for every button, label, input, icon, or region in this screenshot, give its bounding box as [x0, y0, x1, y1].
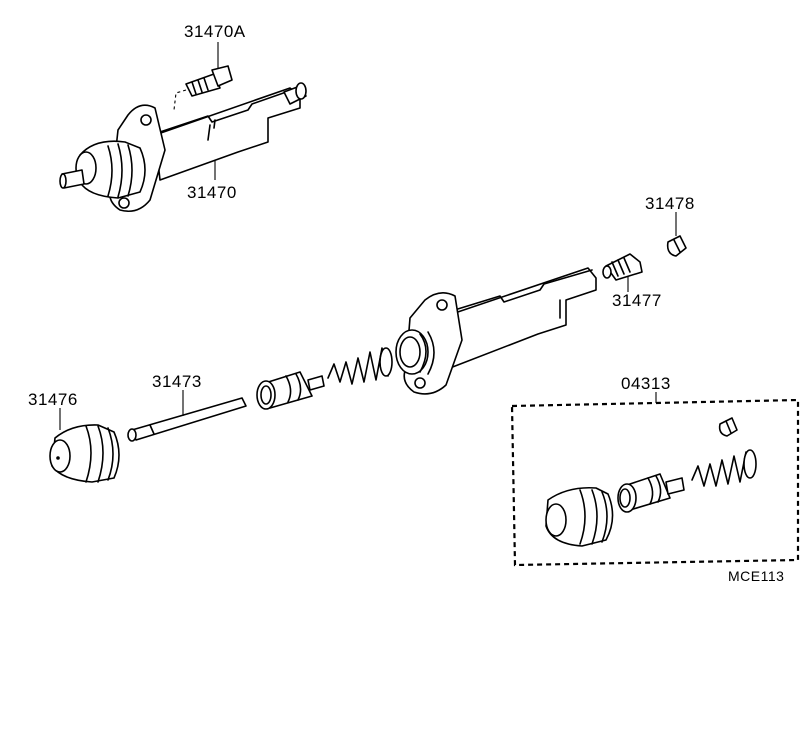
- spring: [327, 347, 393, 385]
- boot: [49, 424, 120, 483]
- label-31478: 31478: [645, 194, 695, 213]
- bleeder-cap: [666, 235, 687, 257]
- push-rod: [127, 397, 247, 442]
- piston: [256, 371, 325, 410]
- cylinder-body: [395, 267, 597, 395]
- label-31473: 31473: [152, 372, 202, 391]
- kit-spring: [691, 449, 757, 487]
- label-31470: 31470: [187, 183, 237, 202]
- diagram-code: MCE113: [728, 568, 784, 584]
- repair-kit-box: [510, 398, 800, 567]
- kit-piston: [617, 473, 685, 513]
- cylinder-assembly-upper: [59, 65, 307, 213]
- label-04313: 04313: [621, 374, 671, 393]
- label-31477: 31477: [612, 291, 662, 310]
- label-31470A: 31470A: [184, 22, 246, 41]
- label-31476: 31476: [28, 390, 78, 409]
- bleeder-plug: [602, 253, 643, 281]
- kit-boot: [545, 486, 614, 547]
- kit-cap: [718, 417, 738, 437]
